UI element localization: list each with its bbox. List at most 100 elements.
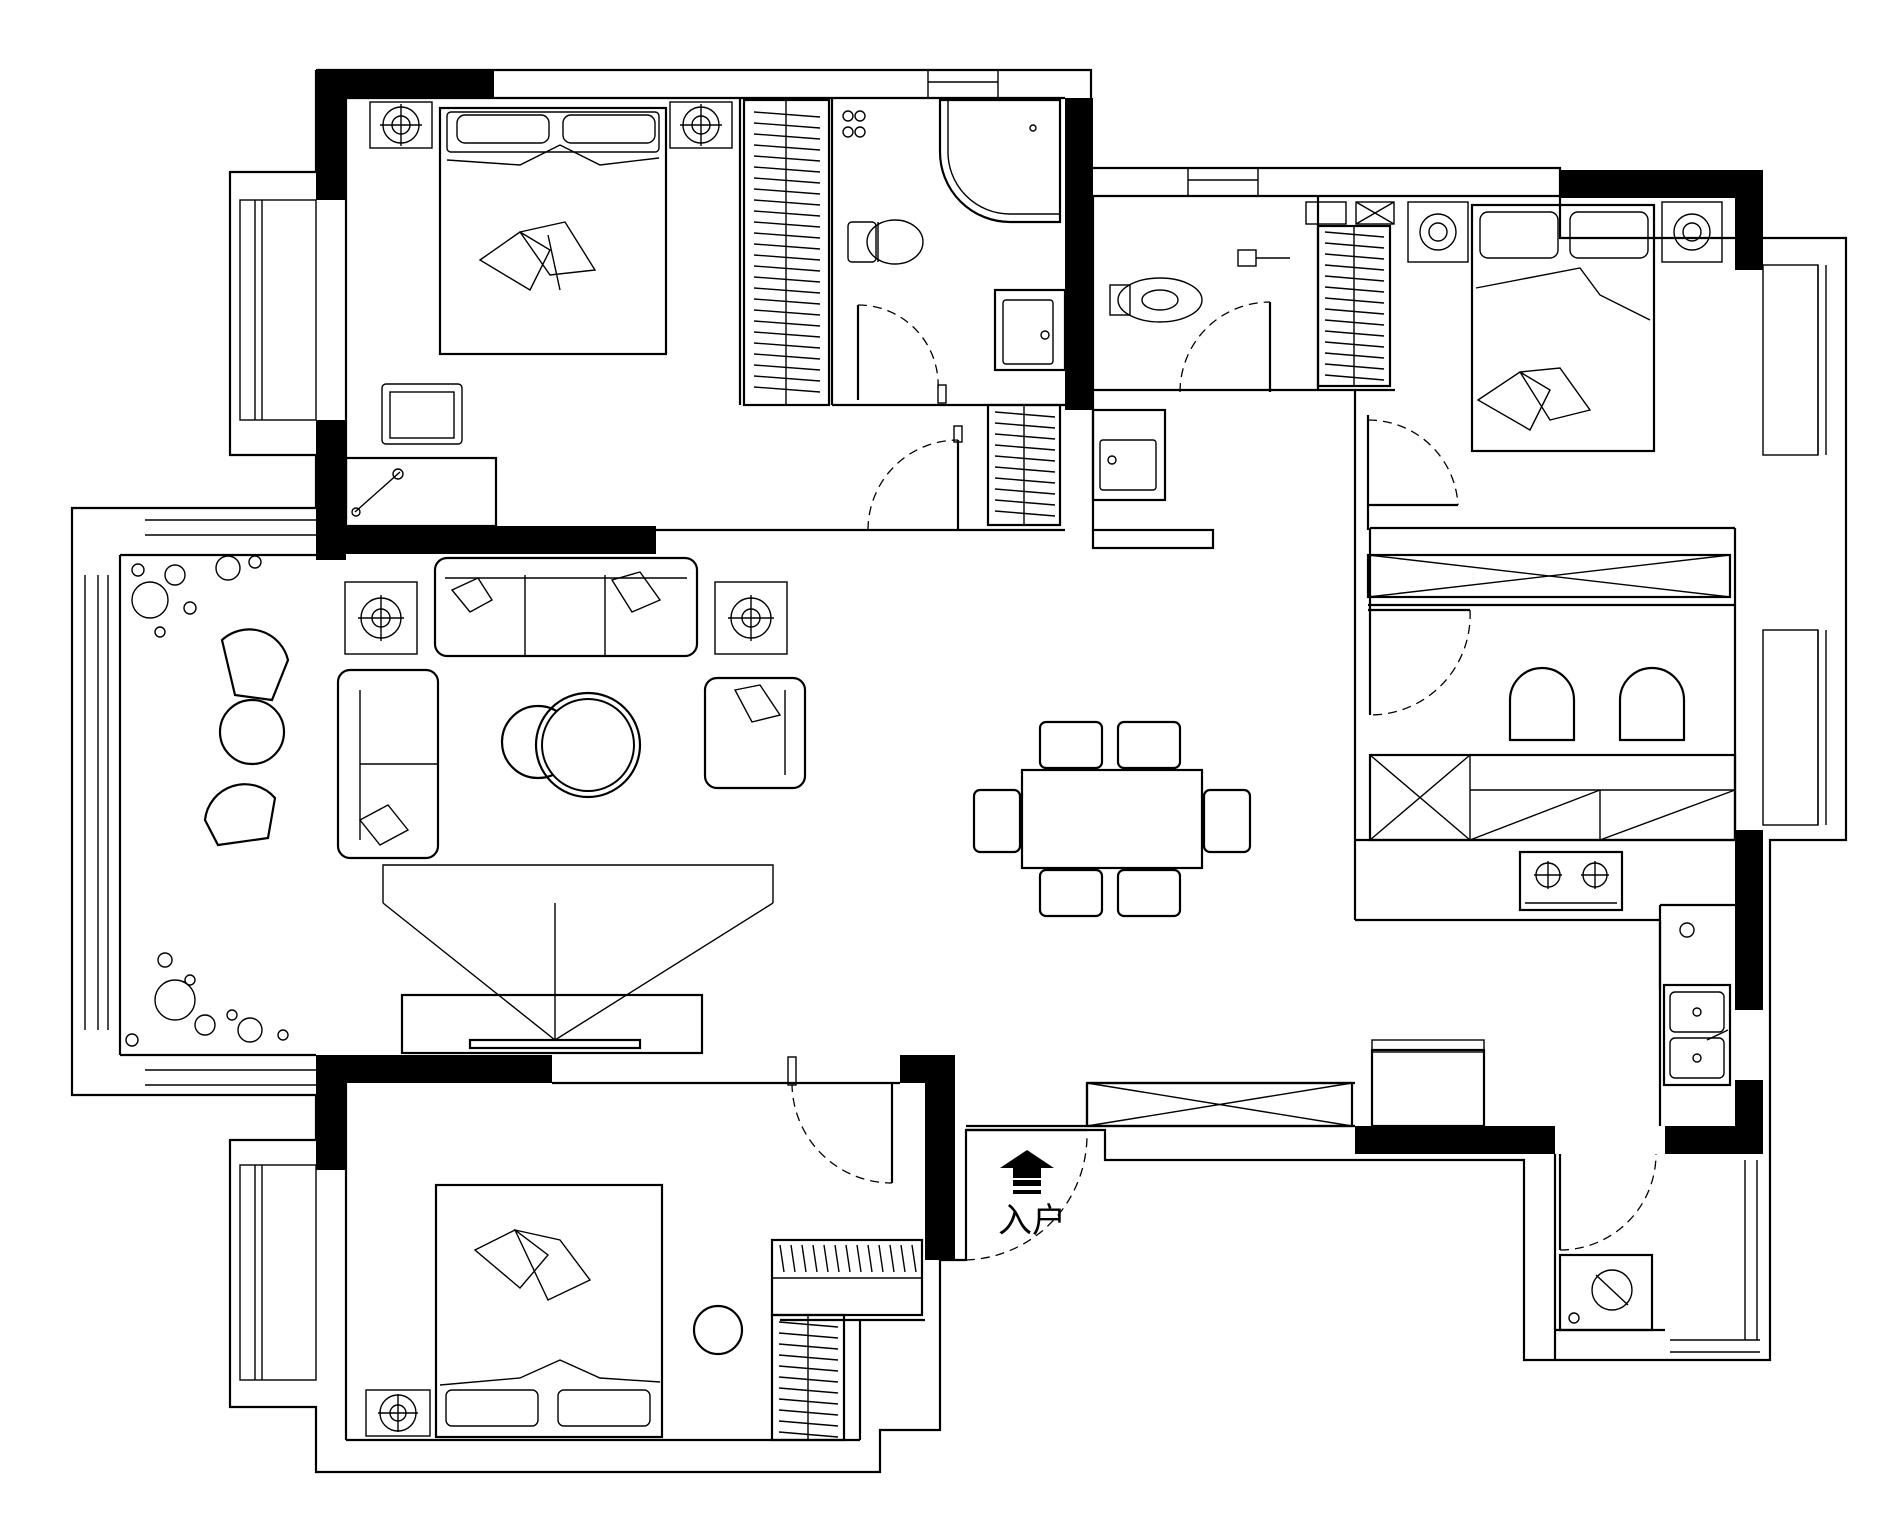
hanger-line bbox=[778, 1321, 839, 1328]
hanger-line bbox=[753, 364, 821, 371]
wardrobe-icon bbox=[1305, 201, 1395, 388]
hanger-line bbox=[994, 466, 1056, 473]
hanger-line bbox=[753, 133, 821, 140]
chair-icon bbox=[972, 720, 1252, 918]
hanger-line bbox=[753, 210, 821, 217]
lamp-icon bbox=[714, 581, 788, 655]
hanger-line bbox=[1324, 308, 1385, 315]
hanger-line bbox=[1324, 253, 1385, 260]
up-arrow-icon bbox=[1000, 1150, 1054, 1194]
outer-outline bbox=[70, 68, 1848, 1474]
hanger-line bbox=[889, 1244, 895, 1273]
hanger-line bbox=[753, 243, 821, 250]
hanger-line bbox=[778, 1420, 839, 1427]
hanger-line bbox=[911, 1244, 917, 1273]
hanger-line bbox=[845, 1244, 851, 1273]
squat-toilet-icon bbox=[1109, 277, 1203, 323]
hanger-line bbox=[994, 477, 1056, 484]
hanger-line bbox=[1324, 330, 1385, 337]
lamp-icon bbox=[1661, 201, 1723, 263]
tv-cabinet-icon bbox=[382, 864, 774, 1055]
hanger-line bbox=[1324, 264, 1385, 271]
kitchen-door bbox=[1558, 1153, 1657, 1251]
chair-icon bbox=[1508, 666, 1576, 742]
kitchen bbox=[1085, 850, 1735, 1251]
hanger-line bbox=[1324, 242, 1385, 249]
gas-stove-icon bbox=[1518, 850, 1624, 912]
wardrobe-icon bbox=[742, 98, 831, 407]
nook-door bbox=[1368, 608, 1471, 716]
hanger-line bbox=[778, 1387, 839, 1394]
guest-bathroom bbox=[1091, 249, 1290, 550]
hanger-line bbox=[753, 353, 821, 360]
lamp-icon bbox=[365, 1389, 431, 1437]
bed-icon bbox=[438, 106, 668, 356]
bed-icon bbox=[434, 1183, 664, 1439]
hanger-line bbox=[778, 1354, 839, 1361]
lamp-icon bbox=[1407, 201, 1469, 263]
hanger-line bbox=[753, 375, 821, 382]
hanger-line bbox=[753, 287, 821, 294]
hanger-line bbox=[753, 188, 821, 195]
second-bedroom-door bbox=[787, 1056, 894, 1184]
hanger-line bbox=[1324, 297, 1385, 304]
hanger-line bbox=[994, 499, 1056, 506]
armchair-icon bbox=[703, 676, 807, 790]
hanger-line bbox=[994, 422, 1056, 429]
hanger-line bbox=[779, 1244, 785, 1273]
balcony-chairs bbox=[203, 628, 290, 847]
round-table-icon bbox=[500, 691, 642, 799]
water-heater-icon bbox=[1558, 1253, 1654, 1332]
lamp-icon bbox=[369, 101, 433, 149]
desk bbox=[344, 456, 498, 528]
hanger-line bbox=[753, 111, 821, 118]
wardrobe-hangers bbox=[1324, 231, 1385, 381]
fridge bbox=[1370, 1039, 1486, 1128]
hanger-line bbox=[753, 155, 821, 162]
hanger-line bbox=[753, 232, 821, 239]
desk-chair bbox=[381, 383, 463, 445]
hanger-line bbox=[801, 1244, 807, 1273]
hanger-line bbox=[778, 1343, 839, 1350]
hanger-line bbox=[753, 199, 821, 206]
utility-balcony bbox=[1558, 1253, 1654, 1332]
hanger-line bbox=[778, 1332, 839, 1339]
hanger-line bbox=[753, 144, 821, 151]
valve-icon bbox=[1679, 922, 1695, 938]
hanger-line bbox=[823, 1244, 829, 1273]
hanger-line bbox=[856, 1244, 862, 1273]
window-second-bedroom bbox=[239, 1164, 317, 1381]
bath-door bbox=[856, 304, 947, 404]
hanger-line bbox=[753, 276, 821, 283]
entry-cabinet bbox=[1085, 1081, 1354, 1128]
second-bedroom bbox=[365, 1056, 924, 1442]
window-kitchen bbox=[1762, 629, 1827, 826]
threshold bbox=[1091, 528, 1215, 550]
chair-icon bbox=[1618, 666, 1686, 742]
third-bedroom bbox=[1305, 201, 1732, 599]
window-bathroom-top bbox=[927, 69, 1259, 197]
master-door bbox=[867, 425, 963, 531]
hanger-line bbox=[1324, 352, 1385, 359]
hanger-line bbox=[753, 254, 821, 261]
hanger-line bbox=[753, 166, 821, 173]
armchair-icon bbox=[336, 668, 440, 860]
cushion-icons bbox=[358, 571, 782, 846]
living-room bbox=[125, 555, 807, 1055]
hanger-line bbox=[1324, 275, 1385, 282]
master-bedroom bbox=[344, 98, 963, 531]
hanger-line bbox=[778, 1431, 839, 1438]
wardrobe-hangers bbox=[778, 1244, 917, 1438]
washbasin-icon bbox=[993, 288, 1067, 372]
valve-icon bbox=[842, 110, 866, 138]
hanger-line bbox=[994, 510, 1056, 517]
walls bbox=[316, 70, 1763, 1260]
hanger-line bbox=[753, 320, 821, 327]
master-bathroom bbox=[842, 98, 1067, 527]
hanger-line bbox=[994, 433, 1056, 440]
hanger-line bbox=[834, 1244, 840, 1273]
hanger-line bbox=[753, 386, 821, 393]
hanger-line bbox=[753, 122, 821, 129]
